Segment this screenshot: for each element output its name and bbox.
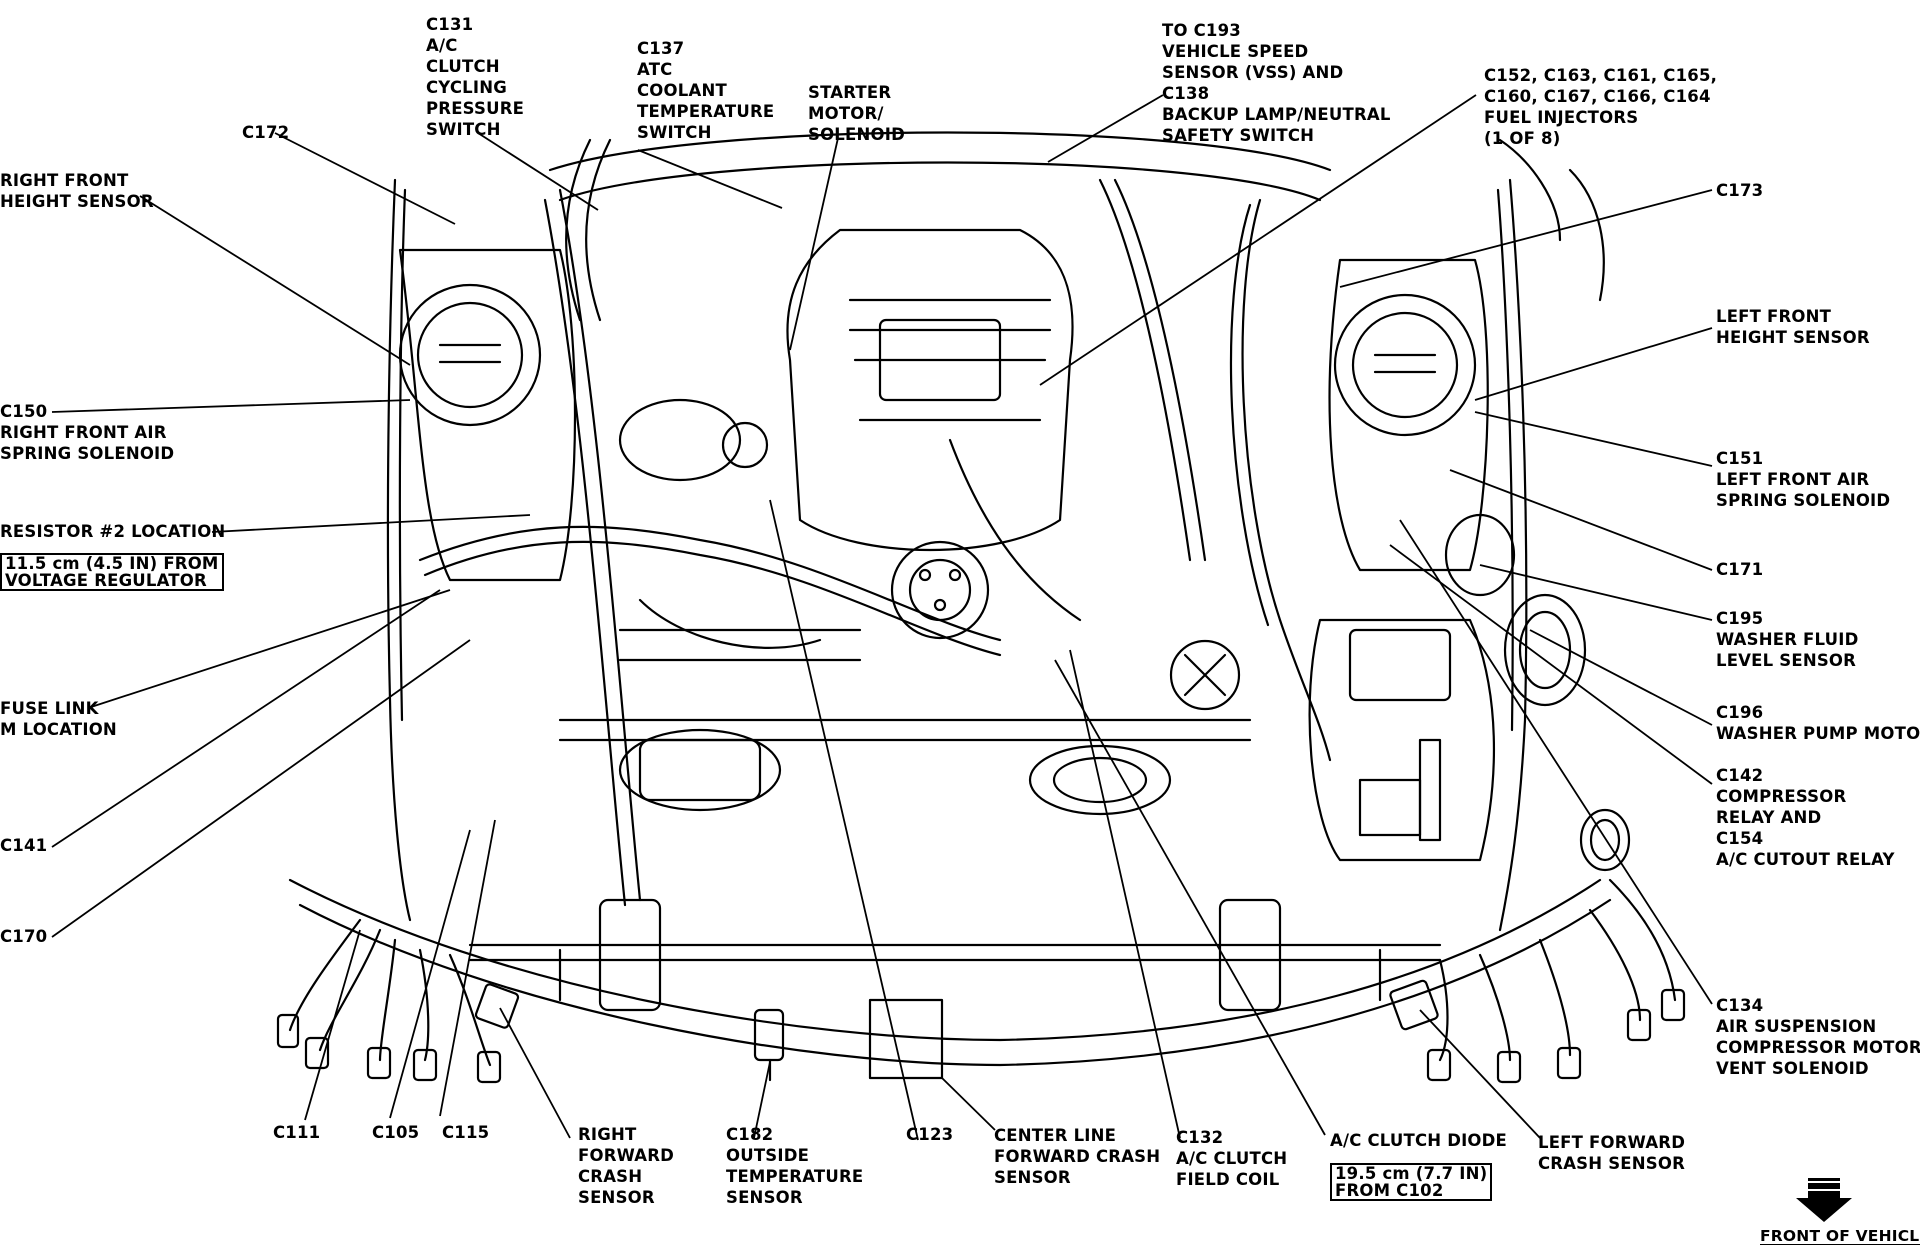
label-c141: C141 (0, 836, 48, 855)
label-injectors: C152, C163, C161, C165,C160, C167, C166,… (1484, 66, 1718, 148)
label-c173: C173 (1716, 181, 1764, 200)
label-resistor: RESISTOR #2 LOCATION (0, 522, 226, 541)
label-c170: C170 (0, 927, 48, 946)
leader-lines (51, 94, 1713, 1141)
label-c171: C171 (1716, 560, 1764, 579)
front-of-vehicle-label: FRONT OF VEHICLE (1760, 1227, 1920, 1245)
label-c105: C105 (372, 1123, 420, 1142)
note-from-c102: 19.5 cm (7.7 IN)FROM C102 (1330, 1163, 1493, 1201)
label-c115: C115 (442, 1123, 490, 1142)
engine-drawing (276, 131, 1686, 1084)
front-arrow-icon (1796, 1178, 1852, 1222)
label-c172: C172 (242, 123, 290, 142)
label-c123: C123 (906, 1125, 954, 1144)
label-c111: C111 (273, 1123, 321, 1142)
label-ac-clutch-diode: A/C CLUTCH DIODE (1330, 1131, 1508, 1150)
